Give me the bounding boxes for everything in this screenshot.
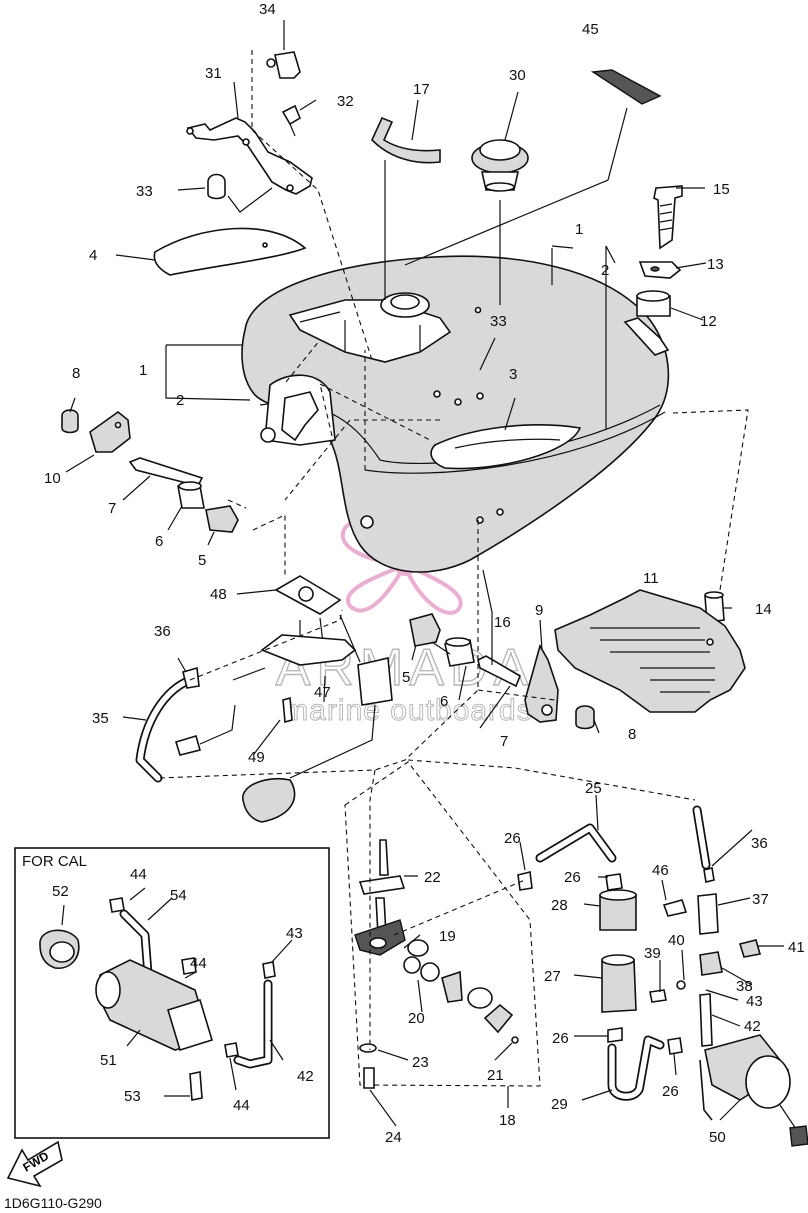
callout-18: 18 [499,1112,516,1129]
callout-8: 8 [72,365,80,382]
callout-36-right: 36 [751,835,768,852]
callout-53: 53 [124,1088,141,1105]
for-cal-inset: FOR CAL [14,847,330,1139]
tank-emblem-plate [153,227,307,276]
callout-15: 15 [713,181,730,198]
callout-9: 9 [535,602,543,619]
callout-25: 25 [585,780,602,797]
callout-43: 43 [286,925,303,942]
fuel-tank [241,255,670,573]
callout-39: 39 [644,945,661,962]
callout-3: 3 [509,366,517,383]
callout-49: 49 [248,749,265,766]
callout-52: 52 [52,883,69,900]
callout-33-tank: 33 [490,313,507,330]
callout-24: 24 [385,1129,402,1146]
callout-2-left: 2 [176,392,184,409]
fwd-arrow-icon: FWD [6,1140,63,1188]
fuel-cap [471,139,529,192]
right-mount-hardware [636,185,725,623]
callout-50: 50 [709,1129,726,1146]
callout-1: 1 [575,221,583,238]
callout-35: 35 [92,710,109,727]
callout-28: 28 [551,897,568,914]
callout-23: 23 [412,1054,429,1071]
callout-6-right: 6 [440,693,448,710]
fuel-label-sticker [590,69,662,105]
callout-27: 27 [544,968,561,985]
callout-41: 41 [788,939,805,956]
callout-37: 37 [752,891,769,908]
callout-13: 13 [707,256,724,273]
callout-21: 21 [487,1067,504,1084]
fuel-level-sender [135,575,393,823]
callout-40: 40 [668,932,685,949]
callout-36: 36 [154,623,171,640]
callout-20: 20 [408,1010,425,1027]
callout-7: 7 [108,500,116,517]
callout-5-right: 5 [402,669,410,686]
callout-42-inset: 42 [297,1068,314,1085]
callout-12: 12 [700,313,717,330]
callout-44-low: 44 [233,1097,250,1114]
leader-lines [65,20,784,1127]
fuel-filter-pump [517,805,808,1147]
inset-title: FOR CAL [22,853,87,870]
callout-11: 11 [643,570,659,587]
left-mount-hardware [61,409,239,533]
callout-6: 6 [155,533,163,550]
callout-48: 48 [210,586,227,603]
callout-2: 2 [601,262,609,279]
callout-22: 22 [424,869,441,886]
callout-54: 54 [170,887,187,904]
callout-29: 29 [551,1096,568,1113]
callout-43-right: 43 [746,993,763,1010]
callout-30: 30 [509,67,526,84]
callout-1-left: 1 [139,362,147,379]
callout-38: 38 [736,978,753,995]
callout-26-c: 26 [552,1030,569,1047]
callout-47: 47 [314,684,331,701]
callout-26: 26 [504,830,521,847]
callout-5: 5 [198,552,206,569]
callout-33: 33 [136,183,153,200]
callout-51: 51 [100,1052,117,1069]
callout-7-right: 7 [500,733,508,750]
callout-26-b: 26 [564,869,581,886]
callout-labels: 34 31 32 17 30 45 33 15 4 1 2 13 12 1 2 … [44,1,805,1146]
callout-8-right: 8 [628,726,636,743]
callout-26-d: 26 [662,1083,679,1100]
callout-45: 45 [582,21,599,38]
callout-34: 34 [259,1,276,18]
callout-14: 14 [755,601,772,618]
callout-16: 16 [494,614,511,631]
callout-31: 31 [205,65,222,82]
callout-17: 17 [413,81,430,98]
heat-shield [554,589,746,713]
callout-10: 10 [44,470,61,487]
diagram-code: 1D6G110-G290 [4,1195,102,1211]
callout-44: 44 [130,866,147,883]
tank-rubber-strip [371,116,441,164]
callout-19: 19 [439,928,456,945]
tank-bracket [186,51,313,213]
callout-44-mid: 44 [190,955,207,972]
fuel-cock-assembly [344,761,541,1089]
callout-4: 4 [89,247,97,264]
callout-42: 42 [744,1018,761,1035]
callout-32: 32 [337,93,354,110]
callout-46: 46 [652,862,669,879]
